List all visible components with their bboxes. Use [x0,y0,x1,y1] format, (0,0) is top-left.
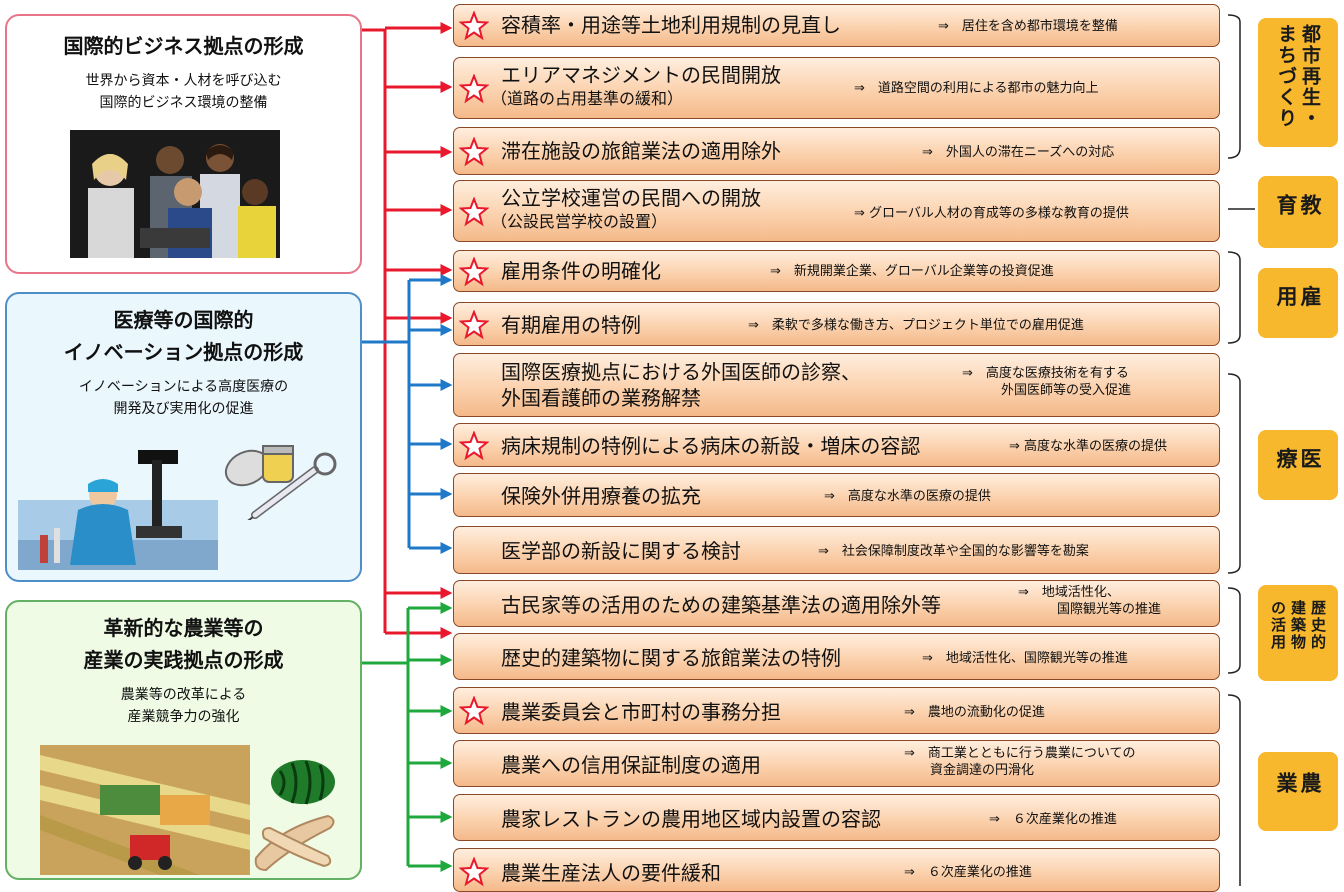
measure-item: 保険外併用療養の拡充 ⇒ 高度な水準の医療の提供 [453,473,1220,517]
measure-item: 有期雇用の特例 ⇒ 柔軟で多様な働き方、プロジェクト単位での雇用促進 [453,302,1220,346]
category-rekishi: 歴史的建築物の活用 [1258,585,1338,681]
measure-item: 農家レストランの農用地区域内設置の容認 ⇒ ６次産業化の推進 [453,794,1220,841]
measure-label: 歴史的建築物に関する旅館業法の特例 [501,646,841,670]
measure-item: 医学部の新設に関する検討 ⇒ 社会保障制度改革や全国的な影響等を勘案 [453,526,1220,574]
business-meeting-photo [70,130,280,258]
measure-label-sub: （道路の占用基準の緩和） [491,89,684,108]
measure-effect: ⇒ ６次産業化の推進 [989,812,1117,827]
red-connectors [362,22,453,639]
star-icon [459,137,489,167]
category-toshi: 都市再生・まちづくり [1258,18,1338,147]
zone-title: 医療等の国際的 イノベーション拠点の形成 [63,308,304,364]
measure-label: 保険外併用療養の拡充 [501,484,701,508]
category-label: 歴史的建築物の活用 [1269,600,1327,651]
measure-item: 雇用条件の明確化 ⇒ 新規開業企業、グローバル企業等の投資促進 [453,250,1220,292]
measure-effect: ⇒ 地域活性化、 国際観光等の推進 [1018,585,1162,617]
category-iryo: 医療 [1258,430,1338,500]
green-connectors [362,602,453,872]
measure-effect: ⇒ 社会保障制度改革や全国的な影響等を勘案 [818,544,1089,559]
measure-effect: ⇒ 柔軟で多様な働き方、プロジェクト単位での雇用促進 [748,318,1084,333]
medical-researcher-illustration [18,450,218,570]
star-icon [459,11,489,41]
category-label: 雇用 [1274,285,1322,309]
star-icon [459,74,489,104]
star-icon [459,257,489,287]
measure-item: 歴史的建築物に関する旅館業法の特例 ⇒ 地域活性化、国際観光等の推進 [453,633,1220,680]
measure-label: 容積率・用途等土地利用規制の見直し [501,13,841,37]
star-icon [459,310,489,340]
measure-effect: ⇒ 新規開業企業、グローバル企業等の投資促進 [770,264,1054,279]
zone-description: 農業等の改革による 産業競争力の強化 [120,687,247,725]
measure-item: 容積率・用途等土地利用規制の見直し ⇒ 居住を含め都市環境を整備 [453,4,1220,47]
measure-label-main: エリアマネジメントの民間開放 [501,63,781,87]
measure-effect: ⇒ 外国人の滞在ニーズへの対応 [922,145,1115,160]
measure-label: 農家レストランの農用地区域内設置の容認 [501,807,881,831]
measure-label: 滞在施設の旅館業法の適用除外 [501,139,781,163]
bracket-nogyo [1227,694,1241,886]
measure-item: 病床規制の特例による病床の新設・増床の容認 ⇒ 高度な水準の医療の提供 [453,423,1220,467]
measure-label: 国際医療拠点における外国医師の診察、外国看護師の業務解禁 [501,359,861,411]
measure-label: エリアマネジメントの民間開放 （道路の占用基準の緩和） [491,62,781,110]
category-label: 都市再生・まちづくり [1275,23,1321,129]
category-label: 教育 [1274,194,1322,217]
measure-label: 公立学校運営の民間への開放 （公設民営学校の設置） [491,185,761,233]
measure-effect: ⇒ 高度な水準の医療の提供 [1009,439,1168,454]
blue-connectors [362,274,453,554]
measure-label-sub: 外国看護師の業務解禁 [501,386,701,410]
measure-label: 農業生産法人の要件緩和 [501,861,721,885]
measure-item: 公立学校運営の民間への開放 （公設民営学校の設置） ⇒ グローバル人材の育成等の多… [453,180,1220,242]
measure-label: 雇用条件の明確化 [501,259,661,283]
measure-item: 農業委員会と市町村の事務分担 ⇒ 農地の流動化の促進 [453,687,1220,734]
measure-effect: ⇒ 商工業とともに行う農業についての 資金調達の円滑化 [904,746,1136,778]
category-label: 農業 [1274,771,1322,795]
measure-item: エリアマネジメントの民間開放 （道路の占用基準の緩和） ⇒ 道路空間の利用による都… [453,57,1220,119]
zone-description: イノベーションによる高度医療の 開発及び実用化の促進 [78,379,289,417]
watermelon-illustration [271,760,335,805]
measure-effect: ⇒ 高度な水準の医療の提供 [824,489,991,504]
category-brackets [1227,14,1255,886]
category-koyo: 雇用 [1258,268,1338,338]
star-icon [459,431,489,461]
measure-effect: ⇒ グローバル人材の育成等の多様な教育の提供 [854,206,1129,221]
bracket-koyo [1227,251,1241,344]
farm-harvester-illustration [40,745,250,875]
medicine-syringe-illustration [224,445,337,520]
measure-item: 古民家等の活用のための建築基準法の適用除外等 ⇒ 地域活性化、 国際観光等の推進 [453,580,1220,627]
measure-effect: ⇒ 道路空間の利用による都市の魅力向上 [854,81,1099,96]
measure-label-main: 公立学校運営の民間への開放 [501,186,761,210]
measure-effect: ⇒ 高度な医療技術を有する 外国医師等の受入促進 [962,366,1132,398]
bracket-rekishi [1227,587,1241,674]
measure-item: 国際医療拠点における外国医師の診察、外国看護師の業務解禁 ⇒ 高度な医療技術を有… [453,353,1220,417]
measure-label: 病床規制の特例による病床の新設・増床の容認 [501,434,921,458]
measure-label: 医学部の新設に関する検討 [501,539,741,563]
category-kyoiku: 教育 [1258,176,1338,248]
measure-item: 滞在施設の旅館業法の適用除外 ⇒ 外国人の滞在ニーズへの対応 [453,127,1220,175]
zone-title: 国際的ビジネス拠点の形成 [63,34,304,58]
zone-title: 革新的な農業等の 産業の実践拠点の形成 [83,616,284,672]
measure-label: 農業委員会と市町村の事務分担 [501,700,781,724]
yam-illustration [254,814,335,872]
star-icon [459,197,489,227]
measure-label: 古民家等の活用のための建築基準法の適用除外等 [501,593,941,617]
category-label: 医療 [1274,447,1322,471]
measure-label: 農業への信用保証制度の適用 [501,753,761,777]
star-icon [459,696,489,726]
measure-effect: ⇒ 地域活性化、国際観光等の推進 [922,651,1128,666]
category-nogyo: 農業 [1258,752,1338,831]
red-trunk [362,28,387,633]
measure-effect: ⇒ ６次産業化の推進 [904,865,1032,880]
measure-label-sub: （公設民営学校の設置） [491,212,668,231]
bracket-toshi [1227,14,1241,159]
zone-description: 世界から資本・人材を呼び込む 国際的ビジネス環境の整備 [85,73,282,111]
measure-effect: ⇒ 農地の流動化の促進 [904,705,1045,720]
measure-label-main: 国際医療拠点における外国医師の診察、 [501,360,861,384]
star-icon [459,857,489,887]
measure-item: 農業生産法人の要件緩和 ⇒ ６次産業化の推進 [453,848,1220,892]
bracket-iryo [1227,373,1241,574]
measure-effect: ⇒ 居住を含め都市環境を整備 [938,19,1118,34]
measure-item: 農業への信用保証制度の適用 ⇒ 商工業とともに行う農業についての 資金調達の円滑… [453,740,1220,787]
measure-label: 有期雇用の特例 [501,313,641,337]
